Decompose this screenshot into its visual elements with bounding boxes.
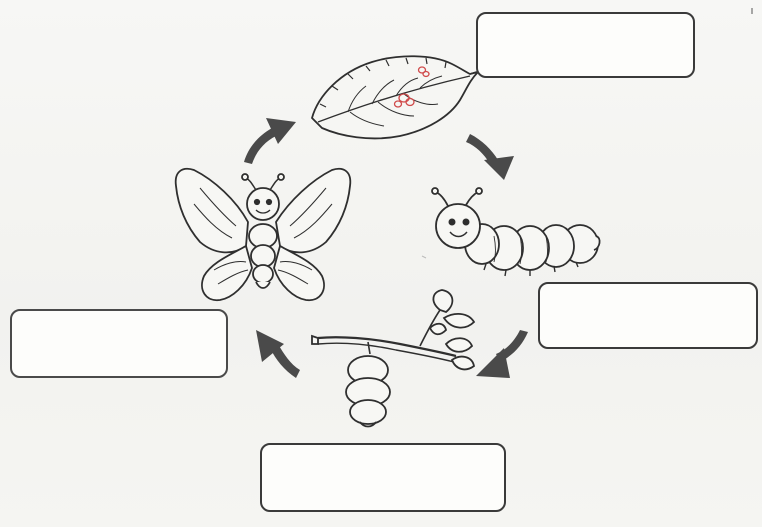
arrow-caterpillar-to-chrysalis [476, 330, 528, 378]
answer-box-pupa-stage[interactable] [260, 443, 506, 512]
twig-with-chrysalis-illustration [312, 290, 474, 427]
caterpillar-illustration [432, 188, 600, 276]
arrow-butterfly-to-leaf [244, 118, 296, 164]
answer-box-egg-stage[interactable] [476, 12, 695, 78]
arrow-chrysalis-to-butterfly [256, 330, 300, 378]
answer-box-caterpillar-stage[interactable] [538, 282, 758, 349]
butterfly-illustration [176, 169, 351, 300]
arrow-leaf-to-caterpillar [466, 134, 514, 180]
leaf-with-eggs-illustration [312, 56, 488, 138]
answer-box-butterfly-stage[interactable] [10, 309, 228, 378]
